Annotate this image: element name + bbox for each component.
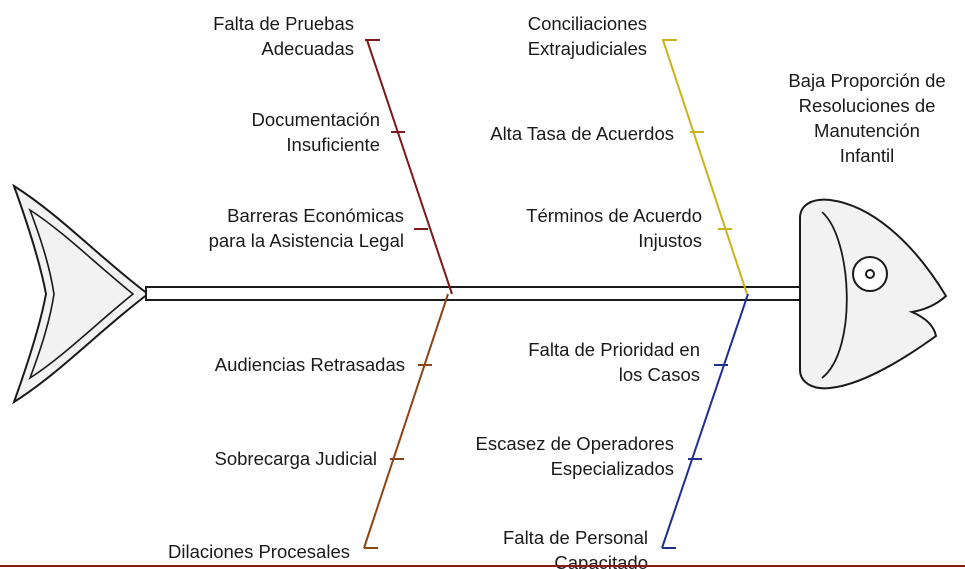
cause-label-bottom-right-2-line-1: Escasez de Operadores bbox=[476, 433, 674, 454]
fish-gill bbox=[821, 211, 848, 379]
cause-label-bottom-left-3-line-1: Dilaciones Procesales bbox=[168, 541, 350, 562]
cause-label-top-left-3-line-1: Barreras Económicas bbox=[227, 205, 404, 226]
cause-label-top-right-1-line-1: Conciliaciones bbox=[528, 13, 647, 34]
branch-top-left bbox=[366, 39, 453, 295]
cause-label-top-right-3-line-1: Términos de Acuerdo bbox=[526, 205, 702, 226]
branch-bottom-left bbox=[363, 293, 449, 549]
cause-label-top-left-1-line-2: Adecuadas bbox=[261, 38, 354, 59]
effect-line-1: Baja Proporción de bbox=[788, 70, 945, 91]
cause-label-bottom-left-2-line-1: Sobrecarga Judicial bbox=[215, 448, 377, 469]
cause-label-bottom-right-3-line-2: Capacitado bbox=[554, 552, 648, 569]
fish-pupil bbox=[865, 269, 875, 279]
branch-top-right bbox=[662, 39, 748, 295]
fish-tail-inner bbox=[28, 208, 135, 380]
effect-line-4: Infantil bbox=[840, 145, 895, 166]
cause-label-bottom-right-2-line-2: Especializados bbox=[551, 458, 674, 479]
effect-line-2: Resoluciones de bbox=[799, 95, 936, 116]
cause-label-top-right-1-line-2: Extrajudiciales bbox=[528, 38, 647, 59]
effect-line-3: Manutención bbox=[814, 120, 920, 141]
fish-spine bbox=[145, 286, 801, 301]
cause-label-bottom-right-1-line-1: Falta de Prioridad en bbox=[528, 339, 700, 360]
branch-bottom-right bbox=[661, 293, 749, 549]
fish-head bbox=[799, 198, 948, 390]
cause-label-top-left-2-line-2: Insuficiente bbox=[286, 134, 380, 155]
cause-label-top-right-2-line-1: Alta Tasa de Acuerdos bbox=[490, 123, 674, 144]
cause-label-bottom-left-1-line-1: Audiencias Retrasadas bbox=[215, 354, 405, 375]
cause-label-top-left-1-line-1: Falta de Pruebas bbox=[213, 13, 354, 34]
fish-tail bbox=[12, 183, 150, 405]
cause-label-bottom-right-1-line-2: los Casos bbox=[619, 364, 700, 385]
cause-label-top-left-2-line-1: Documentación bbox=[251, 109, 380, 130]
cause-label-top-right-3-line-2: Injustos bbox=[638, 230, 702, 251]
cause-label-bottom-right-3-line-1: Falta de Personal bbox=[503, 527, 648, 548]
cause-label-top-left-3-line-2: para la Asistencia Legal bbox=[209, 230, 404, 251]
